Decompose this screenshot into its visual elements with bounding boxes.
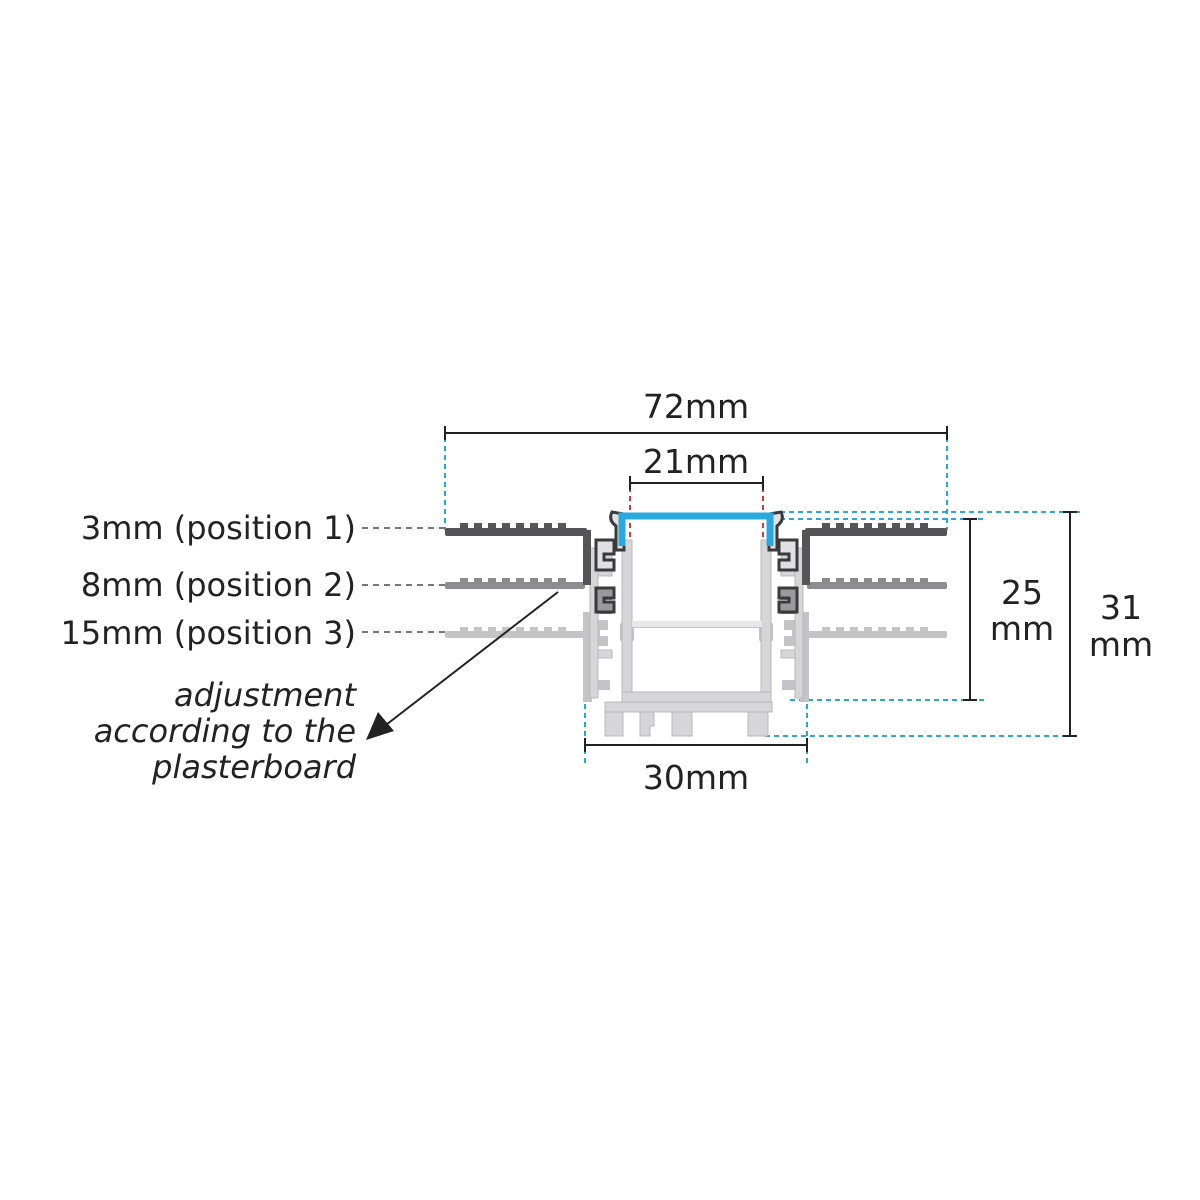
label-25-unit: mm [990,609,1054,648]
label-25-value: 25 [1001,573,1043,612]
label-31-unit: mm [1089,625,1153,664]
label-position-2: 8mm (position 2) [81,566,356,604]
profile-position-2 [445,578,947,614]
profile-position-1 [445,523,947,585]
position-leader-lines [362,527,445,633]
dimension-lines [444,426,1077,752]
wing-teeth-position-3-right [822,627,928,632]
diffuser-cover [618,512,774,546]
wing-teeth-position-3-left [460,627,566,632]
profile-clips [594,510,799,614]
cyan-guide-lines [444,428,1080,765]
label-31-value: 31 [1100,588,1142,627]
wing-teeth-position-1-right [822,523,928,529]
wing-teeth-position-1-left [460,523,566,529]
label-adjustment-line-3: plasterboard [151,748,357,786]
label-adjustment-line-1: adjustment [174,676,357,714]
arrow-head-icon [366,712,394,740]
label-adjustment-line-2: according to the [94,712,356,750]
label-position-3: 15mm (position 3) [61,614,356,652]
label-72mm: 72mm [643,387,749,426]
wing-teeth-position-2-right [822,578,928,583]
label-21mm: 21mm [643,442,749,481]
adjustment-arrow [366,591,559,740]
label-position-1: 3mm (position 1) [81,509,356,547]
profile-body [589,539,804,737]
wing-teeth-position-2-left [460,578,566,583]
label-30mm: 30mm [643,758,749,797]
